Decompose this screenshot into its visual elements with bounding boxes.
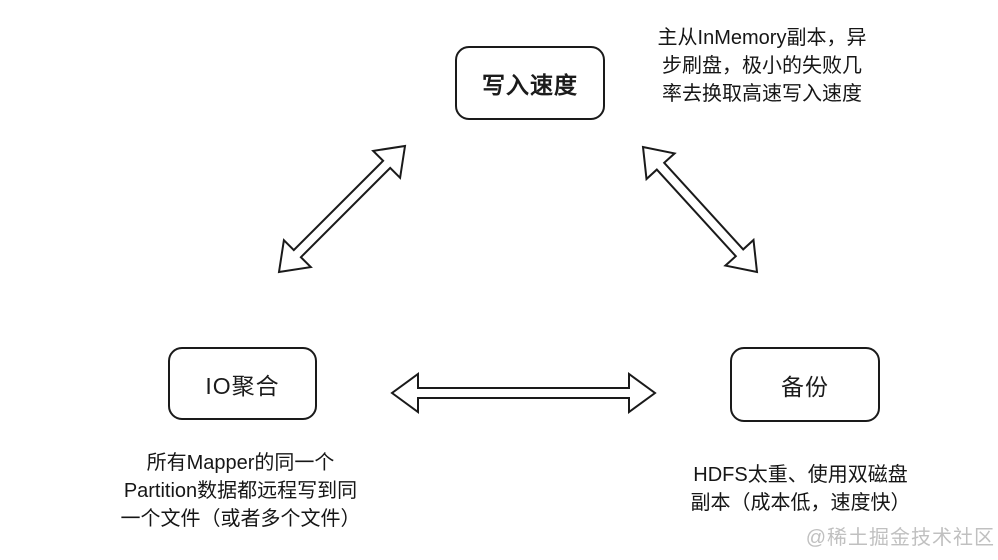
note-backup: HDFS太重、使用双磁盘 副本（成本低，速度快） [658, 461, 943, 517]
note-backup-line-1: HDFS太重、使用双磁盘 [693, 464, 908, 486]
arrow-write-speed-backup [641, 145, 759, 274]
node-write-speed: 写入速度 [455, 46, 605, 120]
note-backup-line-2: 副本（成本低，速度快） [690, 492, 911, 514]
note-write-speed-line-3: 率去换取高速写入速度 [662, 83, 862, 105]
watermark: @稀土掘金技术社区 [805, 527, 995, 549]
node-write-speed-label: 写入速度 [482, 72, 578, 98]
note-io-aggregation: 所有Mapper的同一个 Partition数据都远程写到同 一个文件（或者多个… [98, 449, 383, 533]
node-io-aggregation-label: IO聚合 [205, 372, 280, 399]
arrow-write-speed-io-aggregation [277, 144, 407, 274]
note-io-aggregation-line-1: 所有Mapper的同一个 [146, 452, 335, 474]
note-write-speed-line-2: 步刷盘，极小的失败几 [662, 55, 862, 77]
arrow-io-aggregation-backup [390, 372, 657, 414]
node-backup: 备份 [730, 347, 880, 422]
note-io-aggregation-line-3: 一个文件（或者多个文件） [120, 508, 361, 530]
note-write-speed-line-1: 主从InMemory副本，异 [657, 27, 867, 49]
node-backup-label: 备份 [781, 373, 829, 400]
node-io-aggregation: IO聚合 [168, 347, 317, 420]
note-io-aggregation-line-2: Partition数据都远程写到同 [123, 480, 358, 502]
note-write-speed: 主从InMemory副本，异 步刷盘，极小的失败几 率去换取高速写入速度 [612, 24, 912, 108]
